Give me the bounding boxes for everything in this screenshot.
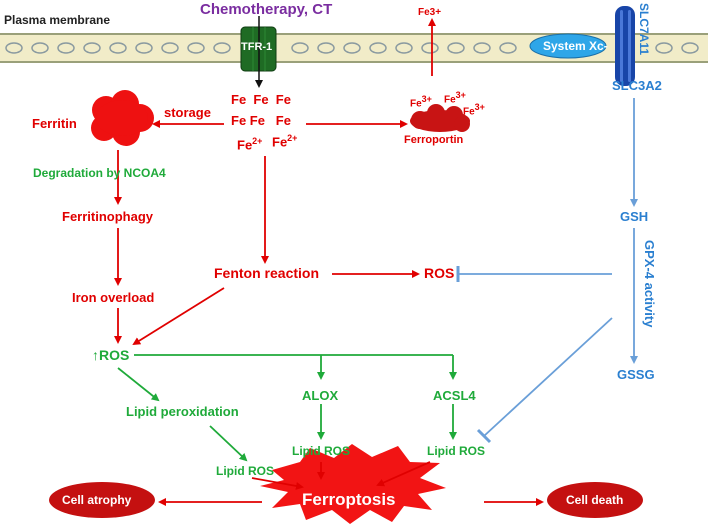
arrow-fenton-upros [132,287,225,346]
inhibit-bar-lipidros [476,428,492,444]
fe3-b-charge: 3+ [455,90,466,100]
gssg-label: GSSG [617,367,655,382]
arrow-ros-lipidperox [117,367,160,402]
lipid-ros-1-label: Lipid ROS [216,464,274,478]
iron-overload-label: Iron overload [72,290,155,305]
fe2-b: Fe2+ [272,133,298,150]
ros-up-text: ROS [99,347,130,363]
membrane-lipid [499,42,517,54]
fenton-label: Fenton reaction [214,265,320,281]
membrane-lipid [5,42,23,54]
ferroportin-shape [410,104,470,132]
fe3-out-text: Fe3+ [418,7,442,18]
fe-row-1: Fe Fe Fe [231,92,291,107]
fe3-c-text: Fe [463,106,475,118]
membrane-lipid [681,42,699,54]
membrane-lipid [343,42,361,54]
membrane-lipid [369,42,387,54]
membrane-lipid [161,42,179,54]
system-xc-transporter [529,6,635,86]
membrane-lipid [31,42,49,54]
ferritinophagy-label: Ferritinophagy [62,209,154,224]
acsl4-label: ACSL4 [433,388,476,403]
membrane-lipid [655,42,673,54]
fe2-a-charge: 2+ [252,136,263,146]
fe3-a: Fe3+ [410,95,432,109]
inhibit-gpx4-lipidros [483,317,613,437]
fe3-out-label: Fe3+ [418,8,441,18]
ferroportin-label: Ferroportin [404,134,464,146]
membrane-lipid [109,42,127,54]
chemotherapy-label: Chemotherapy, CT [200,1,333,18]
lipid-ros-2-label: Lipid ROS [292,444,350,458]
plasma-membrane-label: Plasma membrane [4,13,111,27]
fe3-a-text: Fe [410,98,422,110]
membrane-lipid [317,42,335,54]
ros-up-label: ↑ROS [92,348,129,362]
ferritin-shape [91,90,154,146]
ferroptosis-label: Ferroptosis [302,490,396,509]
membrane-lipid [135,42,153,54]
slc7a11-label: SLC7A11 [637,3,651,56]
membrane-lipid [473,42,491,54]
fe3-a-charge: 3+ [421,94,432,104]
fe3-c-charge: 3+ [474,102,485,112]
ferroptosis-burst [260,444,446,524]
cell-atrophy-label: Cell atrophy [62,493,132,507]
fe3-b: Fe3+ [444,91,466,105]
storage-label: storage [164,105,211,120]
lipid-peroxidation-label: Lipid peroxidation [126,404,239,419]
ferritin-label: Ferritin [32,116,77,131]
arrow-lipidros3-ferroptosis [376,461,431,487]
fe2-b-charge: 2+ [287,133,298,143]
fe-row-2: Fe Fe Fe [231,113,291,128]
membrane-lipid [213,42,231,54]
alox-label: ALOX [302,388,339,403]
lipid-ros-3-label: Lipid ROS [427,444,485,458]
fe3-b-text: Fe [444,94,456,106]
fe2-a-text: Fe [237,137,253,153]
gpx4-label: GPX-4 activity [642,240,657,328]
arrow-lipidros1-ferroptosis [251,477,304,490]
membrane-lipid-pattern [5,42,699,54]
up-arrow-icon: ↑ [92,347,99,363]
cell-death-label: Cell death [566,493,624,507]
membrane-lipid [187,42,205,54]
arrow-lipidperox-lipidros [209,425,248,462]
membrane-lipid [395,42,413,54]
cell-death-node [547,482,643,518]
slc3a2-label: SLC3A2 [612,78,662,93]
system-xc-label: System Xc- [543,39,608,53]
fe3-c: Fe3+ [463,103,485,117]
membrane-lipid [291,42,309,54]
membrane-lipid [447,42,465,54]
tfr1-label: TFR-1 [241,41,273,53]
degradation-label: Degradation by NCOA4 [33,166,166,180]
membrane-lipid [57,42,75,54]
cell-atrophy-node [49,482,155,518]
fe2-a: Fe2+ [237,136,263,153]
fe2-b-text: Fe [272,134,288,150]
ros-mid-label: ROS [424,265,455,281]
membrane-lipid [83,42,101,54]
gsh-label: GSH [620,209,649,224]
membrane-lipid [421,42,439,54]
